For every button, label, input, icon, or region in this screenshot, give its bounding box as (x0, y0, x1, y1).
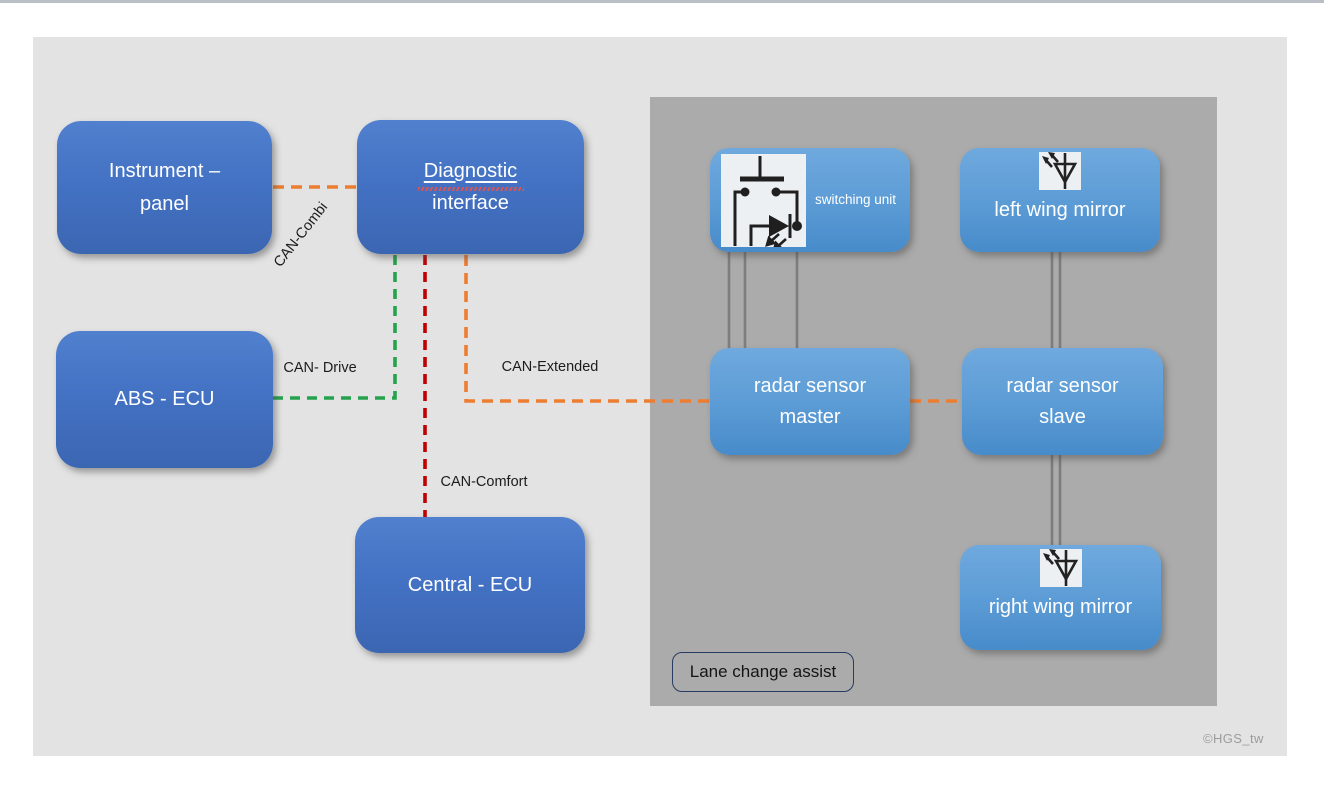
right-mirror-label: right wing mirror (988, 596, 1133, 618)
can-extended-line (464, 255, 710, 403)
node-label: Instrument – panel (109, 155, 220, 220)
node-right-wing-mirror: right wing mirror (960, 545, 1161, 650)
lane-change-assist-caption: Lane change assist (672, 652, 854, 692)
top-border-strip (0, 0, 1324, 3)
leftmirror-to-slave-wires (1050, 252, 1062, 348)
diagnostic-line1: Diagnostic (423, 159, 518, 182)
can-extended-label: CAN-Extended (501, 359, 599, 375)
slave-line2: slave (1039, 405, 1086, 428)
master-line1: radar sensor (753, 374, 867, 397)
instrument-line2: panel (140, 192, 189, 215)
photodiode-led-icon (1039, 549, 1082, 587)
node-diagnostic-interface: Diagnostic interface (357, 120, 584, 254)
can-comfort-label: CAN-Comfort (440, 474, 528, 490)
node-label: radar sensor master (754, 371, 866, 433)
node-label: Diagnostic interface (417, 155, 524, 220)
node-radar-sensor-master: radar sensor master (710, 348, 910, 455)
lane-change-assist-text: Lane change assist (689, 662, 837, 681)
node-central-ecu: Central - ECU (355, 517, 585, 653)
abs-label: ABS - ECU (114, 388, 215, 411)
slave-line1: radar sensor (1006, 374, 1119, 397)
master-line2: master (779, 405, 841, 428)
node-radar-sensor-slave: radar sensor slave (962, 348, 1163, 455)
watermark: ©HGS_tw (1203, 731, 1264, 746)
node-left-wing-mirror: left wing mirror (960, 148, 1160, 252)
node-abs-ecu: ABS - ECU (56, 331, 273, 468)
instrument-line1: Instrument – (108, 160, 221, 183)
switching-to-master-wires (727, 252, 799, 348)
node-label: radar sensor slave (1006, 371, 1118, 433)
left-mirror-label: left wing mirror (994, 199, 1126, 221)
central-label: Central - ECU (407, 573, 533, 596)
spellcheck-squiggle (417, 187, 524, 191)
node-switching-unit: switching unit (710, 148, 910, 252)
relay-led-circuit-icon (721, 153, 806, 247)
can-drive-line (273, 255, 397, 400)
photodiode-led-icon (1039, 152, 1081, 190)
diagnostic-line2: interface (432, 192, 509, 214)
can-drive-label: CAN- Drive (283, 360, 357, 376)
switching-unit-label: switching unit (815, 192, 897, 208)
node-instrument-panel: Instrument – panel (57, 121, 272, 254)
slave-to-rightmirror-wires (1050, 455, 1062, 545)
